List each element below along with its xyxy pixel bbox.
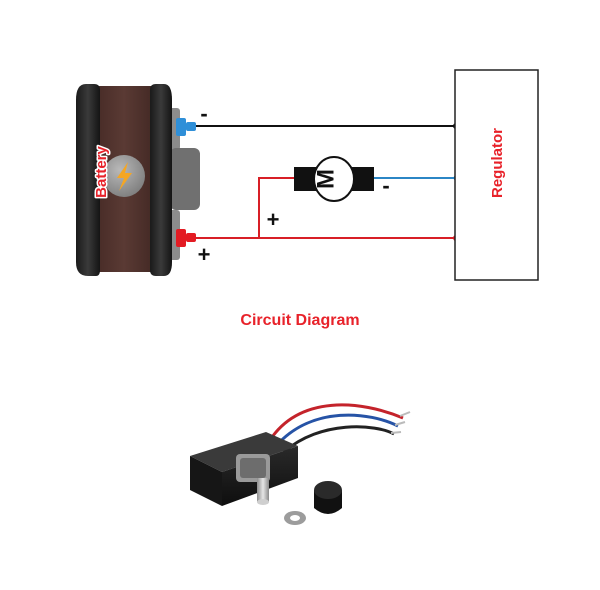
dimmer-potentiometer-face: [240, 458, 266, 478]
battery-terminal-positive: [176, 229, 186, 247]
dimmer-wire-tip: [394, 421, 406, 426]
battery-housing-mid: [170, 148, 200, 210]
battery-label: Battery: [93, 145, 110, 197]
dimmer-module-photo: [190, 403, 411, 525]
dimmer-wire-blue: [274, 413, 399, 447]
battery-cap-right: [150, 84, 172, 276]
dimmer-wire-red: [268, 403, 404, 441]
battery-terminal-negative-tip: [186, 122, 196, 131]
diagram-caption: Circuit Diagram: [240, 312, 359, 329]
dimmer-housing-front: [190, 456, 222, 506]
motor-terminal-left: [294, 167, 316, 191]
dimmer-shaft: [257, 478, 269, 502]
dimmer-knob-top: [314, 481, 342, 499]
regulator: Regulator: [454, 69, 539, 281]
dimmer-shaft-end: [257, 499, 269, 505]
dimmer-wire-tip: [390, 431, 402, 434]
wire-motor-positive: [258, 177, 296, 238]
motor-symbol-icon: [313, 156, 355, 202]
dimmer-nut-hole: [290, 515, 300, 521]
battery-positive-sign: +: [198, 242, 211, 267]
dimmer-wire-black: [283, 425, 395, 454]
motor: M - +: [267, 156, 390, 232]
lightning-bolt-icon: [117, 162, 132, 191]
battery-terminal-positive-tip: [186, 233, 196, 242]
regulator-label: Regulator: [489, 128, 506, 198]
dimmer-wire-tip: [399, 411, 411, 417]
motor-positive-sign: +: [267, 207, 280, 232]
motor-label: M: [313, 169, 340, 189]
dimmer-housing-top: [190, 432, 298, 472]
battery-cap-left: [76, 84, 100, 276]
motor-negative-sign: -: [382, 173, 389, 198]
battery: Battery - +: [76, 84, 210, 276]
motor-terminal-right: [352, 167, 374, 191]
battery-terminal-negative: [176, 118, 186, 136]
regulator-box: [454, 69, 539, 281]
battery-negative-sign: -: [200, 101, 207, 126]
